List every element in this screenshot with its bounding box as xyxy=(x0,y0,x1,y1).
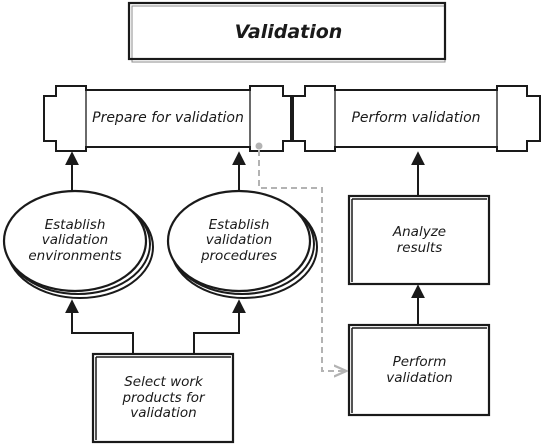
arrow-select-to-proc xyxy=(193,299,246,354)
perform-validation-box xyxy=(347,323,491,417)
establish-environments-label: Establish validation environments xyxy=(28,216,122,264)
analyze-results-box xyxy=(347,194,491,286)
prepare-banner xyxy=(43,85,292,152)
analyze-results-label: Analyze results xyxy=(392,223,447,256)
prepare-banner-label: Prepare for validation xyxy=(92,110,244,127)
perform-validation-label: Perform validation xyxy=(386,353,453,386)
arrow-select-to-env xyxy=(65,299,134,354)
establish-procedures-node xyxy=(166,189,318,299)
title-box xyxy=(127,1,447,63)
establish-environments-node xyxy=(2,189,154,299)
diagram-title: Validation xyxy=(234,20,343,43)
establish-procedures-label: Establish validation procedures xyxy=(200,216,278,264)
select-products-box xyxy=(91,352,235,444)
perform-banner xyxy=(292,85,541,152)
select-products-label: Select work products for validation xyxy=(122,374,205,422)
dashed-connector-prepare-to-perform xyxy=(255,142,346,372)
perform-banner-label: Perform validation xyxy=(351,110,481,127)
